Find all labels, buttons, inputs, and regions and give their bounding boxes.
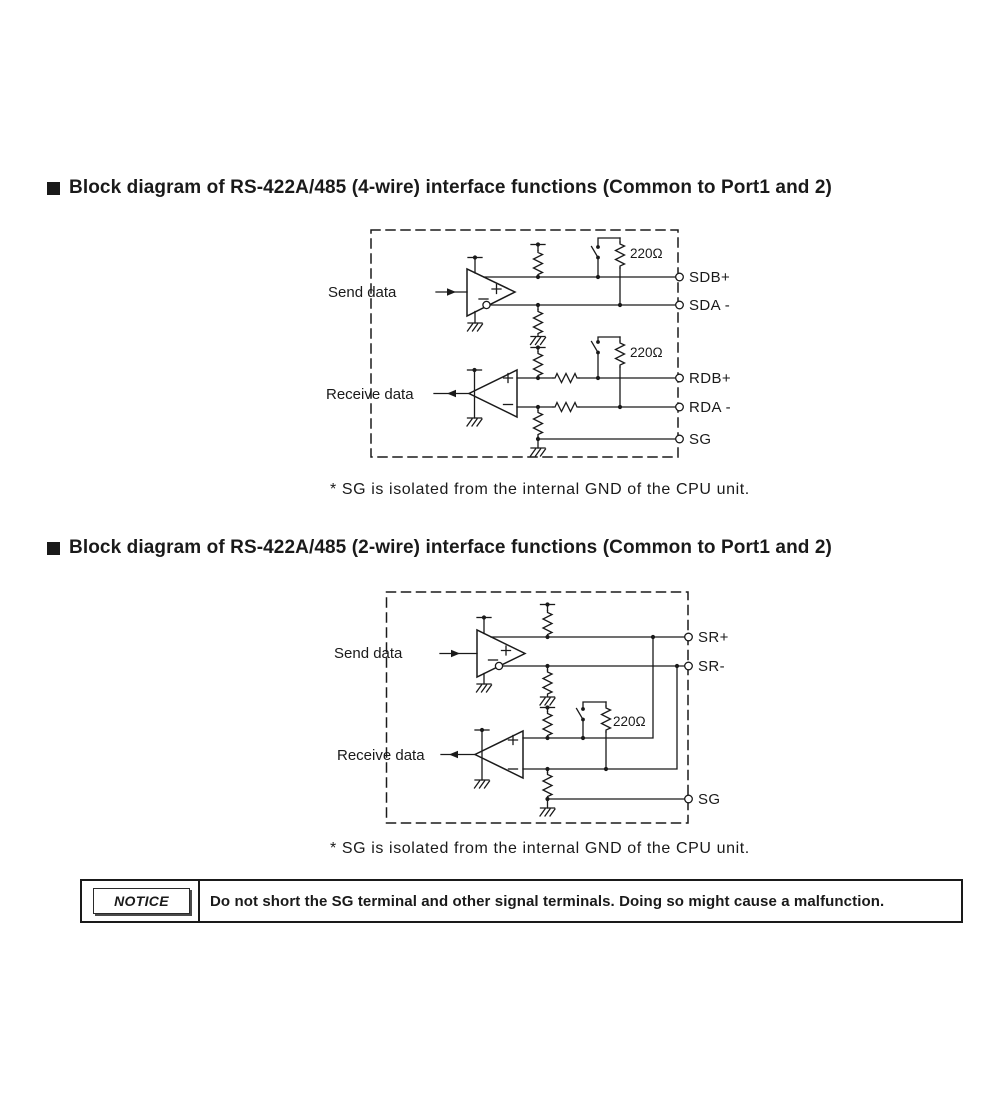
send-data-label: Send data bbox=[328, 284, 397, 301]
plus-sign bbox=[502, 372, 514, 384]
ground-symbol bbox=[529, 447, 547, 457]
termination-resistor-label: 220Ω bbox=[630, 246, 663, 261]
terminal-label-sda-minus: SDA - bbox=[689, 297, 730, 314]
ground-symbol bbox=[466, 417, 483, 427]
pulldown-resistor bbox=[542, 771, 553, 800]
send-data-label: Send data bbox=[334, 645, 403, 662]
bias-resistor-chain bbox=[529, 241, 547, 457]
ground-symbol bbox=[473, 779, 491, 789]
pullup-resistor bbox=[532, 249, 544, 278]
termination-resistor-label: 220Ω bbox=[630, 345, 663, 360]
terminal-label-rda-minus: RDA - bbox=[689, 399, 731, 416]
plus-sign bbox=[500, 645, 512, 656]
heading-bullet-square bbox=[47, 541, 60, 555]
send-driver-amplifier bbox=[475, 614, 527, 693]
plus-sign bbox=[507, 734, 519, 746]
terminal-sdb-plus bbox=[675, 272, 684, 282]
bias-resistor-chain bbox=[539, 601, 556, 817]
pulldown-resistor bbox=[532, 409, 544, 438]
notice-message: Do not short the SG terminal and other s… bbox=[210, 892, 885, 910]
terminal-sg bbox=[675, 434, 684, 444]
inverting-output-bubble bbox=[494, 661, 504, 671]
receive-data-label: Receive data bbox=[326, 386, 414, 403]
termination-resistor bbox=[614, 241, 626, 269]
notice-badge: NOTICE bbox=[93, 888, 190, 914]
ground-symbol bbox=[529, 335, 547, 346]
terminal-label-sr-plus: SR+ bbox=[698, 629, 729, 646]
series-resistor bbox=[552, 401, 580, 413]
send-arrow-icon bbox=[451, 649, 460, 658]
heading-4wire: Block diagram of RS-422A/485 (4-wire) in… bbox=[47, 177, 832, 199]
terminal-label-sdb-plus: SDB+ bbox=[689, 269, 730, 286]
series-resistor bbox=[552, 372, 580, 384]
receive-data-label: Receive data bbox=[337, 747, 425, 764]
termination-resistor bbox=[614, 340, 626, 368]
pullup-resistor bbox=[542, 710, 553, 739]
terminal-label-sg: SG bbox=[689, 431, 711, 448]
terminal-sg bbox=[684, 794, 693, 804]
terminal-sda-minus bbox=[675, 300, 684, 310]
receive-termination-network bbox=[590, 336, 626, 408]
heading-4wire-text: Block diagram of RS-422A/485 (4-wire) in… bbox=[69, 177, 832, 198]
heading-2wire: Block diagram of RS-422A/485 (2-wire) in… bbox=[47, 537, 832, 559]
footnote-2wire: * SG is isolated from the internal GND o… bbox=[330, 840, 750, 857]
terminal-sr-minus bbox=[684, 661, 693, 671]
receive-arrow-icon bbox=[447, 389, 456, 398]
receive-arrow-icon bbox=[449, 750, 458, 759]
notice-box: NOTICE Do not short the SG terminal and … bbox=[80, 879, 963, 923]
footnote-4wire: * SG is isolated from the internal GND o… bbox=[330, 481, 750, 498]
terminal-label-sr-minus: SR- bbox=[698, 658, 725, 675]
heading-2wire-text: Block diagram of RS-422A/485 (2-wire) in… bbox=[69, 537, 832, 558]
terminal-rda-minus bbox=[675, 402, 684, 412]
termination-resistor-label: 220Ω bbox=[613, 714, 646, 729]
pullup-resistor bbox=[542, 609, 553, 638]
dashed-enclosure-2wire bbox=[385, 591, 689, 824]
heading-bullet-square bbox=[47, 181, 60, 195]
terminal-label-sg: SG bbox=[698, 791, 720, 808]
terminal-pins bbox=[675, 272, 684, 444]
pullup-resistor bbox=[532, 350, 544, 379]
termination-resistor bbox=[600, 705, 612, 733]
ground-symbol bbox=[539, 807, 556, 817]
send-driver-amplifier bbox=[466, 254, 517, 332]
pulldown-resistor bbox=[542, 669, 553, 697]
inverting-output-bubble bbox=[482, 300, 491, 310]
terminal-label-rdb-plus: RDB+ bbox=[689, 370, 731, 387]
plus-sign bbox=[491, 283, 502, 295]
ground-symbol bbox=[475, 683, 493, 693]
receive-amplifier bbox=[466, 367, 518, 427]
termination-network bbox=[575, 701, 612, 770]
circuit-diagram-2wire: Send data Receive data 220Ω SR+ SR- SG bbox=[334, 591, 729, 824]
circuit-diagram-4wire: Send data Receive data 220Ω 220Ω SDB+ SD… bbox=[326, 229, 731, 458]
send-arrow-icon bbox=[447, 288, 456, 296]
dashed-enclosure-4wire bbox=[370, 229, 679, 458]
terminal-sr-plus bbox=[684, 632, 693, 642]
pulldown-resistor bbox=[532, 308, 544, 337]
send-termination-network bbox=[590, 237, 626, 306]
ground-symbol bbox=[466, 322, 484, 332]
notice-badge-cell: NOTICE bbox=[82, 881, 200, 921]
junction-dots bbox=[535, 274, 623, 442]
terminal-rdb-plus bbox=[675, 373, 684, 383]
receive-amplifier bbox=[473, 727, 524, 789]
ground-symbol bbox=[539, 696, 556, 706]
